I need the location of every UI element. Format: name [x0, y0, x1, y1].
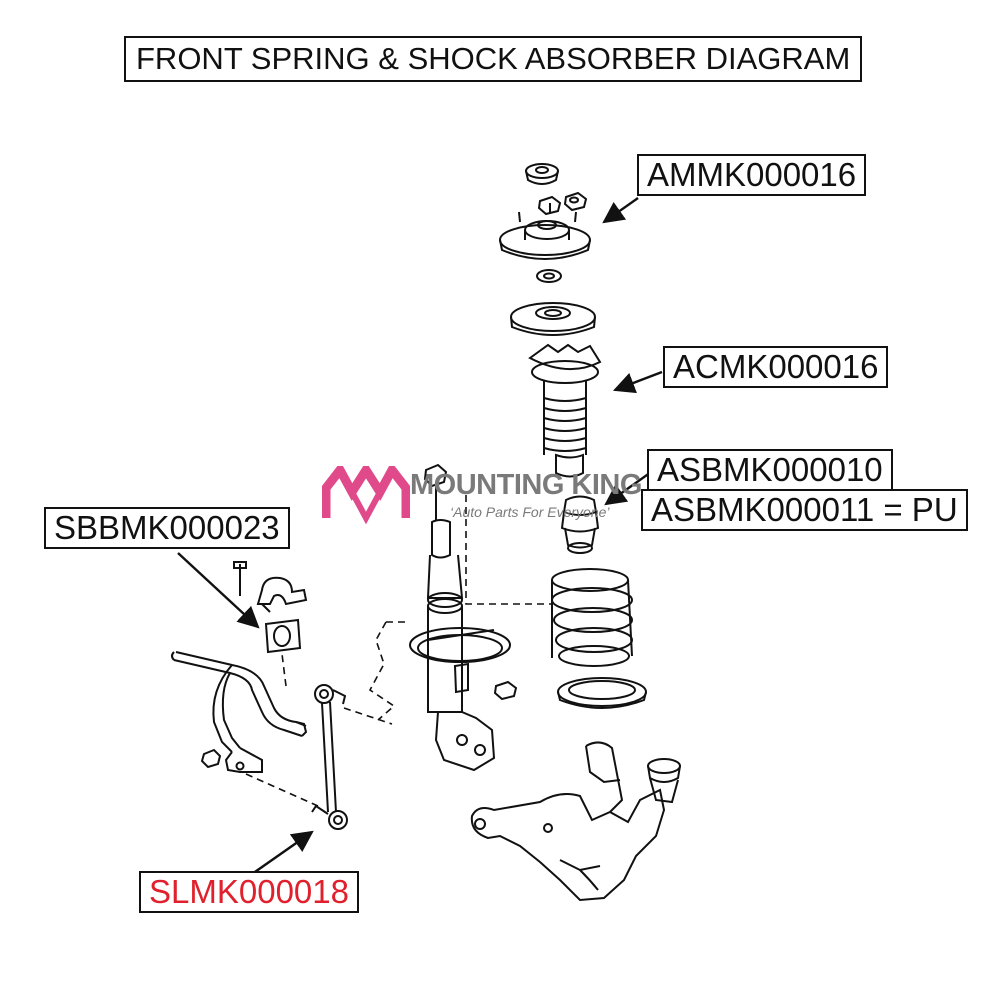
leader-arrows: [177, 197, 663, 875]
steering-knuckle-part: [470, 741, 681, 902]
part-label-stabilizer-bush: SBBMK000023: [44, 507, 290, 549]
logo-brand-text: MOUNTING KING: [410, 469, 642, 501]
part-label-stabilizer-link: SLMK000018: [139, 871, 359, 913]
top-cap-part: [525, 163, 559, 185]
brand-logo: MOUNTING KING ‘Auto Parts For Everyone’: [322, 466, 682, 530]
strut-nut-part: [493, 680, 518, 701]
dust-boot-part: [528, 343, 602, 478]
logo-mark-icon: [322, 466, 410, 525]
upper-spring-seat-part: [510, 302, 596, 336]
lower-spring-seat-part: [557, 677, 647, 709]
washer-part: [536, 269, 562, 283]
part-label-bump-stop-pu: ASBMK000011 = PU: [641, 489, 968, 531]
part-label-bump-stop-rubber: ASBMK000010: [647, 449, 893, 491]
bump-stop-part: [560, 495, 600, 554]
stabilizer-link-part: [200, 684, 348, 830]
stabilizer-bar-part: [171, 651, 308, 773]
shock-absorber-part: [409, 463, 511, 772]
part-label-mount: AMMK000016: [637, 154, 867, 196]
strut-mount-part: [499, 203, 591, 260]
assembly-dashed-lines: [245, 495, 552, 807]
coil-spring-part: [551, 568, 633, 667]
part-label-bellow: ACMK000016: [663, 346, 889, 388]
mount-nut-part: [537, 191, 588, 216]
stabilizer-bush-part: [233, 561, 308, 654]
logo-tagline: ‘Auto Parts For Everyone’: [450, 504, 610, 520]
diagram-title: FRONT SPRING & SHOCK ABSORBER DIAGRAM: [124, 36, 863, 82]
